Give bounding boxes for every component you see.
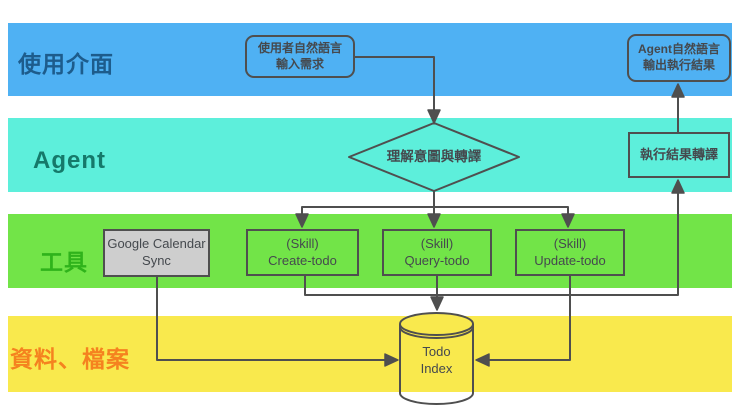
node-agent-natural-language-output: Agent自然語言 輸出執行結果 xyxy=(627,34,731,82)
layer-label-user-interface: 使用介面 xyxy=(18,51,114,77)
todo-index-label: Todo Index xyxy=(420,344,453,376)
arrowhead-into-todo-top xyxy=(430,296,444,311)
band-user-interface xyxy=(8,23,732,96)
node-google-calendar-sync: Google Calendar Sync xyxy=(103,229,210,277)
layer-label-agent: Agent xyxy=(33,147,106,174)
node-user-natural-language-input: 使用者自然語言 輸入需求 xyxy=(245,35,355,78)
layer-label-tools: 工具 xyxy=(40,249,88,275)
node-result-translate: 執行結果轉譯 xyxy=(628,132,730,178)
intent-diamond-label: 理解意圖與轉譯 xyxy=(386,149,482,165)
node-skill-create-todo: (Skill) Create-todo xyxy=(246,229,359,276)
layer-label-data-files: 資料、檔案 xyxy=(10,346,130,372)
node-skill-query-todo: (Skill) Query-todo xyxy=(382,229,492,276)
edge-intent-to-skills xyxy=(301,190,569,216)
node-skill-update-todo: (Skill) Update-todo xyxy=(515,229,625,276)
